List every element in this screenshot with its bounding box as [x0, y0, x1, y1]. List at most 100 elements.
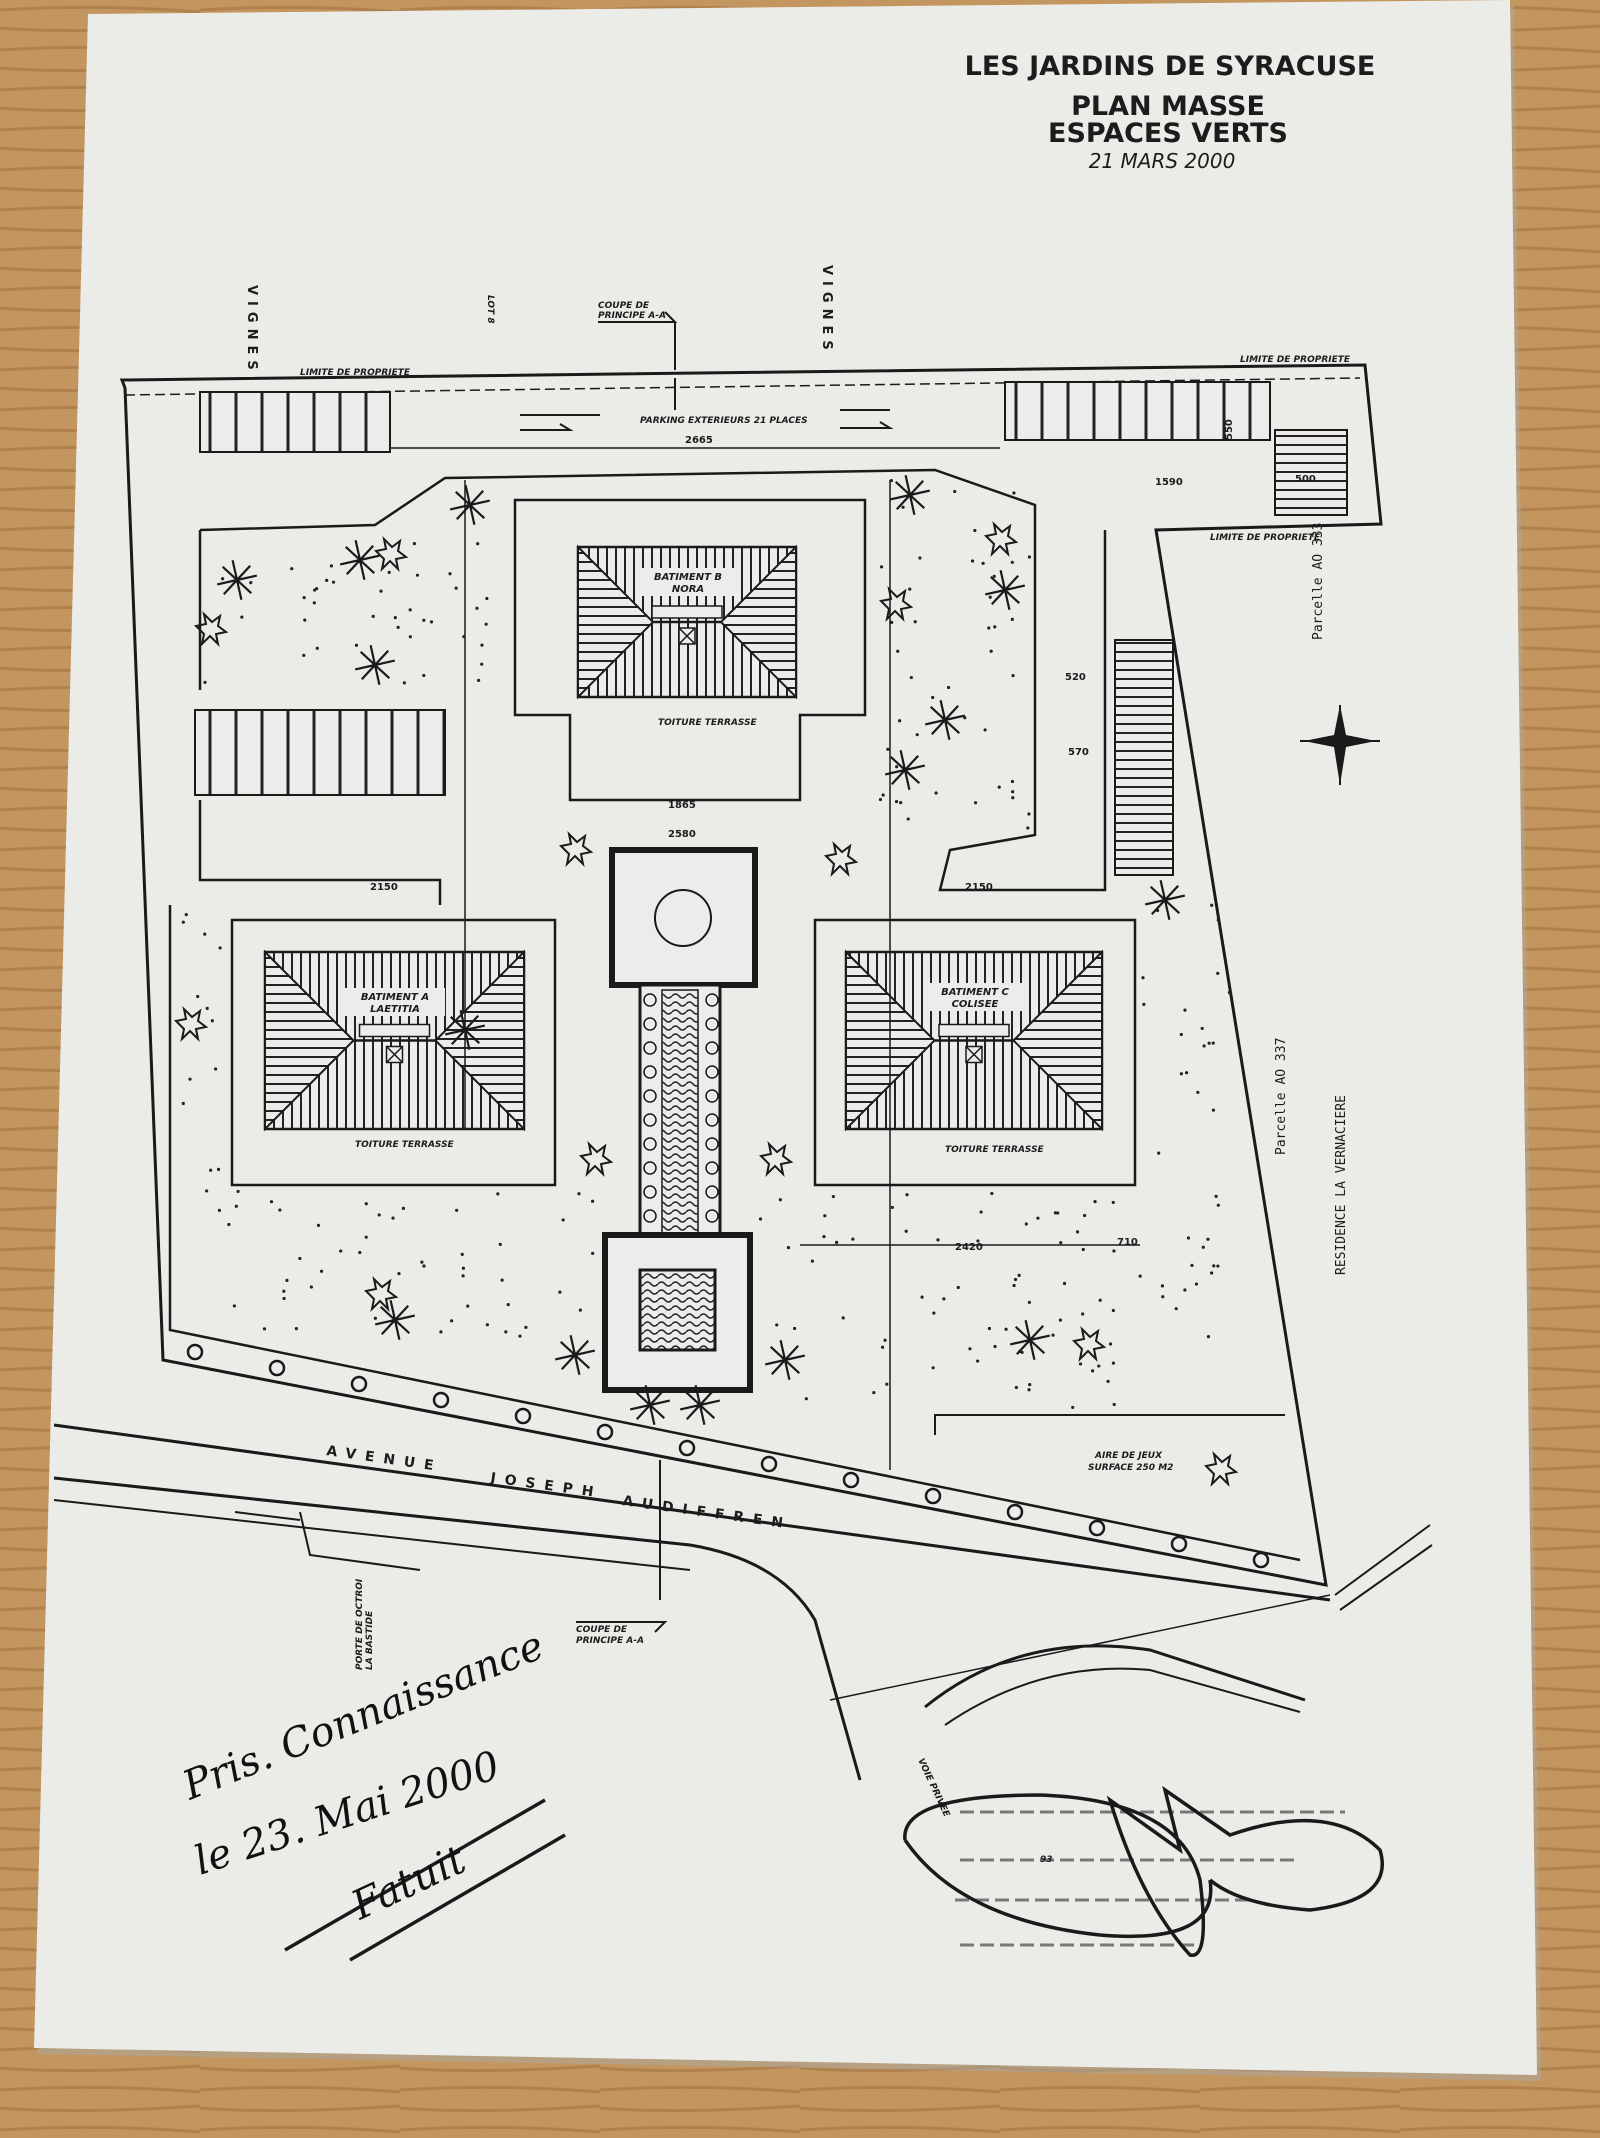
building-b-label-backing: [638, 568, 738, 596]
street-tree-icon: [268, 1359, 286, 1377]
dim-570: 570: [1068, 747, 1089, 758]
building-a[interactable]: BATIMENT A LAETITIA TOITURE TERRASSE: [230, 918, 557, 1187]
paper-sheet: [34, 0, 1537, 2075]
street-tree-icon: [924, 1487, 942, 1505]
planter-icon: [705, 1209, 719, 1223]
title-block: LES JARDINS DE SYRACUSE PLAN MASSE ESPAC…: [965, 51, 1376, 173]
street-tree-icon: [1170, 1535, 1188, 1553]
play-area-label: AIRE DE JEUX: [1094, 1451, 1163, 1461]
garden-curb-south: [168, 530, 1301, 1562]
dim-710: 710: [1117, 1237, 1138, 1248]
limite-right-lower-label: LIMITE DE PROPRIETE: [1210, 533, 1321, 543]
section-marker-top: COUPE DE PRINCIPE A-A: [598, 301, 678, 410]
residence-label: RESIDENCE LA VERNACIERE: [1334, 1095, 1349, 1275]
vent-icon: [965, 1045, 983, 1064]
plan-title-line1: PLAN MASSE: [1071, 91, 1265, 122]
garden-curb-north: [199, 468, 1107, 892]
pool-basin: [638, 1268, 717, 1352]
vent-icon: [385, 1045, 404, 1064]
planter-icon: [705, 993, 719, 1007]
fence-line: [124, 377, 1361, 396]
street-tree-icon: [514, 1407, 532, 1425]
street-tree-icon: [186, 1343, 204, 1361]
svg-text:COUPE DE: COUPE DE: [598, 301, 650, 311]
street-tree-icon: [432, 1391, 450, 1409]
dim-2150-right: 2150: [965, 882, 993, 893]
parcelle-337-label: Parcelle AO 337: [1274, 1038, 1289, 1155]
street-tree-icon: [842, 1471, 860, 1489]
building-a-roof-label: TOITURE TERRASSE: [355, 1140, 455, 1150]
central-promenade: [602, 847, 758, 1393]
dim-2420: 2420: [955, 1242, 983, 1253]
limite-top-right-label: LIMITE DE PROPRIETE: [1240, 355, 1351, 365]
street-tree-icon: [678, 1439, 696, 1457]
dim-parking-width: 2665: [685, 435, 713, 446]
planter-icon: [643, 1209, 657, 1223]
stamp-number: 93: [1040, 1855, 1053, 1865]
planter-icon: [643, 1113, 657, 1127]
planter-icon: [643, 1089, 657, 1103]
porte-label-1: PORTE DE OCTROI: [355, 1578, 365, 1670]
parking-strip-west: [194, 709, 446, 796]
building-c-roof-label: TOITURE TERRASSE: [945, 1145, 1045, 1155]
building-c[interactable]: BATIMENT C COLISEE TOITURE TERRASSE: [813, 918, 1137, 1187]
planter-icon: [705, 1161, 719, 1175]
dim-right-500: 500: [1295, 474, 1316, 485]
dim-2580: 2580: [668, 829, 696, 840]
building-a-label-backing: [345, 988, 445, 1016]
north-compass-icon: [1300, 705, 1380, 785]
planter-icon: [643, 1065, 657, 1079]
planter-icon: [643, 1185, 657, 1199]
trees: [175, 474, 1270, 1569]
lawn-stipple: [181, 478, 1232, 1410]
fountain-square: [609, 847, 758, 988]
hip-roof: [576, 544, 798, 700]
play-area-outline: [934, 1414, 1285, 1435]
building-c-label-backing: [925, 983, 1025, 1011]
plan-title-line2: ESPACES VERTS: [1048, 118, 1288, 149]
section-marker-bottom: COUPE DE PRINCIPE A-A: [576, 1460, 668, 1646]
play-area-surface: SURFACE 250 M2: [1088, 1463, 1173, 1473]
planter-icon: [705, 1017, 719, 1031]
dimension-lines: [464, 480, 1140, 1470]
dim-right-550: 550: [1224, 419, 1235, 440]
hip-roofs: [263, 544, 1104, 1132]
parking-strip-east-vertical: [1114, 639, 1174, 876]
dim-2150-left: 2150: [370, 882, 398, 893]
svg-text:PRINCIPE A-A: PRINCIPE A-A: [576, 1636, 644, 1646]
building-b[interactable]: BATIMENT B NORA TOITURE TERRASSE: [513, 498, 867, 802]
limite-top-left-label: LIMITE DE PROPRIETE: [300, 368, 411, 378]
building-b-sub: NORA: [672, 584, 704, 595]
project-title: LES JARDINS DE SYRACUSE: [965, 51, 1376, 82]
dim-520: 520: [1065, 672, 1086, 683]
building-b-roof-label: TOITURE TERRASSE: [658, 718, 758, 728]
parcelle-333-label: Parcelle AO 333: [1311, 523, 1326, 640]
street-tree-icon: [1252, 1551, 1270, 1569]
property-boundary: [119, 363, 1383, 1587]
planter-icon: [705, 1137, 719, 1151]
dim-1865: 1865: [668, 800, 696, 811]
building-b-name: BATIMENT B: [654, 572, 722, 583]
porte-label-2: LA BASTIDE: [365, 1610, 375, 1670]
street-tree-icon: [1006, 1503, 1024, 1521]
parking-label: PARKING EXTERIEURS 21 PLACES: [640, 416, 808, 426]
lot-label: LOT 8: [485, 295, 495, 324]
svg-text:PRINCIPE A-A: PRINCIPE A-A: [598, 311, 666, 321]
svg-text:COUPE DE: COUPE DE: [576, 1625, 628, 1635]
parking-strip-north-left: [199, 391, 391, 453]
traffic-arrows: [520, 409, 894, 431]
planter-icon: [705, 1065, 719, 1079]
fountain-basin: [654, 889, 712, 947]
planter-icon: [643, 1161, 657, 1175]
signature-right: 93: [903, 1785, 1384, 1957]
planter-icon: [705, 1089, 719, 1103]
parking-strip-east: [1274, 429, 1348, 516]
building-a-name: BATIMENT A: [361, 992, 429, 1003]
parking-strip-north-right: [1004, 381, 1271, 441]
hip-roof: [263, 949, 526, 1132]
planter-icon: [705, 1185, 719, 1199]
planter-icon: [643, 1017, 657, 1031]
dim-right-parking: 1590: [1155, 477, 1183, 488]
